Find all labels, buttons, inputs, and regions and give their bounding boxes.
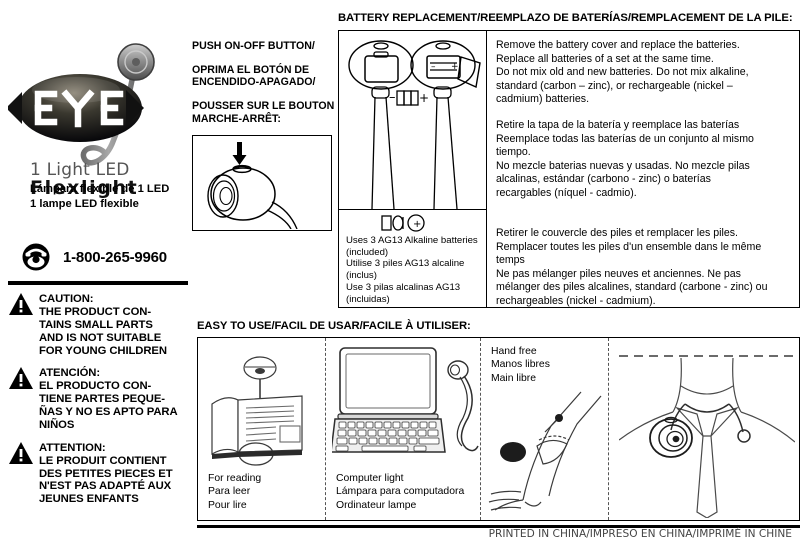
svg-text:+: +	[419, 91, 429, 105]
tagline-led: 1 Light LED	[30, 160, 130, 180]
battery-note-en: Uses 3 AG13 Alkaline batteries (included…	[346, 235, 478, 258]
easy-caption-reading: For reading Para leer Pour lire	[208, 473, 262, 511]
caution-item-fr: ATTENTION: LE PRODUIT CONTIENT DES PETIT…	[8, 441, 192, 506]
open-book-with-lamp-art	[211, 356, 303, 466]
three-coin-cell-icons: +	[346, 213, 481, 235]
push-button-section: PUSH ON-OFF BUTTON/ OPRIMA EL BOTÓN DE E…	[192, 40, 338, 137]
brand-subtitle-es: Lámpara flexible de 1 LED	[30, 183, 170, 195]
easy-panel-handsfree: Hand free Manos libres Main libre	[481, 338, 609, 520]
battery-note-fr: Utilise 3 piles AG13 alcaline (inclus)	[346, 258, 465, 282]
easy-caption-computer: Computer light Lámpara para computadora …	[336, 473, 465, 511]
divider-rule	[8, 281, 188, 285]
svg-text:+: +	[451, 62, 459, 72]
tagline-flexlight: Flexlight	[30, 177, 139, 200]
footer-divider	[197, 525, 800, 528]
warning-triangle-icon	[9, 367, 33, 390]
brand-column: 1 Light LED Flexlight Lámpara flexible d…	[0, 0, 190, 554]
warning-triangle-icon	[9, 293, 33, 315]
caution-list: CAUTION: THE PRODUCT CON- TAINS SMALL PA…	[8, 292, 192, 515]
easy-panel-computer: Computer light Lámpara para computadora …	[326, 338, 481, 520]
eye-logo-icon	[8, 43, 155, 166]
lamp-head-push-button-diagram	[207, 142, 298, 230]
easy-section-title: EASY TO USE/FACIL DE USAR/FACILE À UTILI…	[197, 320, 471, 332]
lamp-on-neck-art	[619, 355, 795, 518]
caution-text-en: CAUTION: THE PRODUCT CON- TAINS SMALL PA…	[39, 293, 167, 357]
telephone-icon	[22, 243, 50, 271]
battery-compartment-diagram: – + – +	[348, 40, 481, 209]
push-heading-es: OPRIMA EL BOTÓN DE ENCENDIDO-APAGADO/	[192, 63, 316, 89]
eye-logo-block: 1 Light LED Flexlight	[8, 40, 188, 210]
phone-number: 1-800-265-9960	[63, 248, 167, 266]
easy-panel-reading: For reading Para leer Pour lire	[198, 338, 326, 520]
easy-panel-neck	[609, 338, 799, 520]
svg-text:–: –	[431, 62, 436, 72]
push-button-diagram-box	[192, 135, 332, 231]
push-heading-en: PUSH ON-OFF BUTTON/	[192, 40, 315, 52]
brand-tagline: 1 Light LED Flexlight	[30, 160, 190, 200]
support-phone[interactable]: 1-800-265-9960	[18, 243, 167, 271]
laptop-with-lamp-art	[332, 347, 479, 453]
caution-item-es: ATENCIÓN: EL PRODUCTO CON- TIENE PARTES …	[8, 366, 192, 431]
battery-text-en: Remove the battery cover and replace the…	[496, 39, 749, 106]
battery-note-es: Use 3 pilas alcalinas AG13 (incluidas)	[346, 281, 461, 305]
battery-text-fr: Retirer le couvercle des piles et rempla…	[496, 227, 768, 307]
printed-in-china-note: PRINTED IN CHINA/IMPRESO EN CHINA/IMPRIM…	[488, 528, 792, 540]
svg-text:–: –	[389, 90, 396, 105]
brand-subtitle-fr: 1 lampe LED flexible	[30, 197, 139, 210]
caution-text-es: ATENCIÓN: EL PRODUCTO CON- TIENE PARTES …	[39, 367, 178, 431]
battery-section-title: BATTERY REPLACEMENT/REEMPLAZO DE BATERÍA…	[338, 12, 793, 24]
warning-triangle-icon	[9, 441, 33, 464]
coin-cell-icons: +	[380, 214, 425, 232]
caution-text-fr: ATTENTION: LE PRODUIT CONTIENT DES PETIT…	[39, 441, 173, 506]
svg-text:+: +	[413, 219, 421, 230]
push-heading-fr: POUSSER SUR LE BOUTON MARCHE-ARRÊT:	[192, 100, 335, 125]
battery-type-note-box: + Uses 3 AG13 Alkaline batteries (includ…	[339, 209, 486, 307]
lamp-on-wrist-art	[488, 391, 602, 511]
caution-item-en: CAUTION: THE PRODUCT CON- TAINS SMALL PA…	[8, 292, 192, 357]
brand-subtitles: Lámpara flexible de 1 LED 1 lampe LED fl…	[30, 182, 190, 211]
battery-instructions-panel: Remove the battery cover and replace the…	[487, 31, 799, 307]
battery-text-es: Retire la tapa de la batería y reemplace…	[496, 119, 754, 199]
easy-caption-handsfree: Hand free Manos libres Main libre	[491, 346, 550, 384]
battery-section-box: – + – +	[338, 30, 800, 308]
easy-section-box: For reading Para leer Pour lire	[197, 337, 800, 521]
battery-diagram-panel: – + – +	[339, 31, 487, 307]
